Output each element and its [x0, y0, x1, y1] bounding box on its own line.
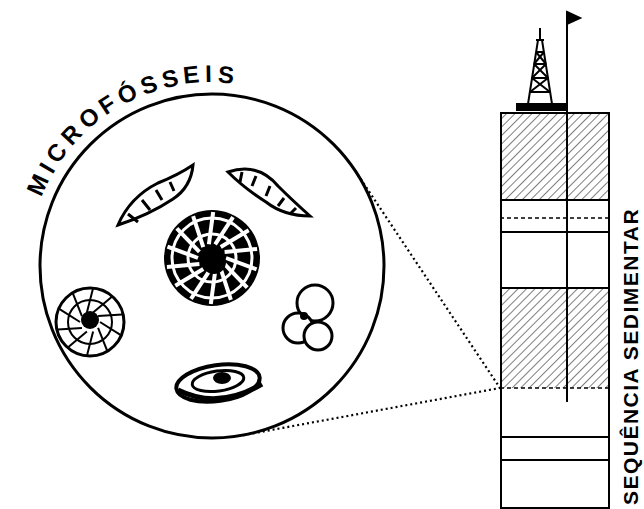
title-letter: Ó — [113, 79, 140, 109]
vertical-label: SEQUÊNCIA SEDIMENTAR — [620, 208, 641, 505]
circle-outline — [38, 92, 386, 440]
zoom-leader — [243, 171, 500, 436]
sediment-column: SEQUÊNCIA SEDIMENTAR — [500, 112, 610, 509]
title-letter: M — [23, 171, 53, 199]
title-letter: S — [159, 65, 180, 92]
microfossils — [56, 165, 333, 407]
title-letter: S — [217, 62, 235, 87]
oil-derrick — [517, 12, 580, 402]
title-letter: S — [137, 71, 160, 99]
title-letter: I — [205, 62, 212, 86]
sediment-layers — [500, 113, 610, 460]
zoom-circle: MICROFÓSSEIS — [38, 92, 386, 440]
title-letter: E — [182, 62, 200, 88]
